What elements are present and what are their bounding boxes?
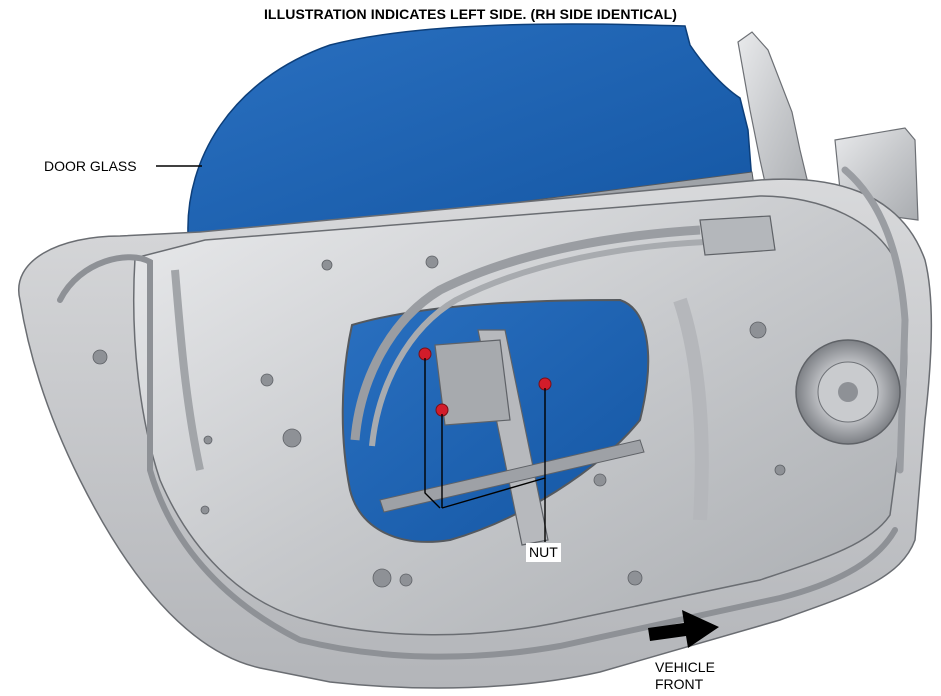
- door-glass-label: DOOR GLASS: [44, 158, 137, 174]
- glass-channel: [379, 439, 645, 513]
- leader-lines: [156, 165, 546, 542]
- inner-handle: [699, 215, 776, 256]
- vehicle-front-line2: FRONT: [655, 676, 704, 692]
- vehicle-front-arrow: [648, 610, 719, 648]
- nut-label: NUT: [526, 543, 561, 562]
- regulator-motor: [434, 339, 511, 426]
- weatherstrip: [57, 254, 898, 660]
- front-edge-seal: [841, 166, 909, 474]
- window-sash: [737, 31, 813, 206]
- panel-rib-2: [673, 297, 709, 521]
- wiring-harness: [350, 225, 701, 441]
- nut-leader-upper: [424, 358, 441, 509]
- vehicle-front-line1: VEHICLE: [655, 659, 715, 675]
- door-glass: [187, 23, 753, 241]
- panel-rib: [171, 269, 204, 471]
- panel-holes: [92, 255, 786, 588]
- vehicle-front-label: VEHICLE FRONT: [655, 659, 725, 693]
- diagram-caption: ILLUSTRATION INDICATES LEFT SIDE. (RH SI…: [263, 6, 678, 22]
- nuts: [418, 347, 552, 417]
